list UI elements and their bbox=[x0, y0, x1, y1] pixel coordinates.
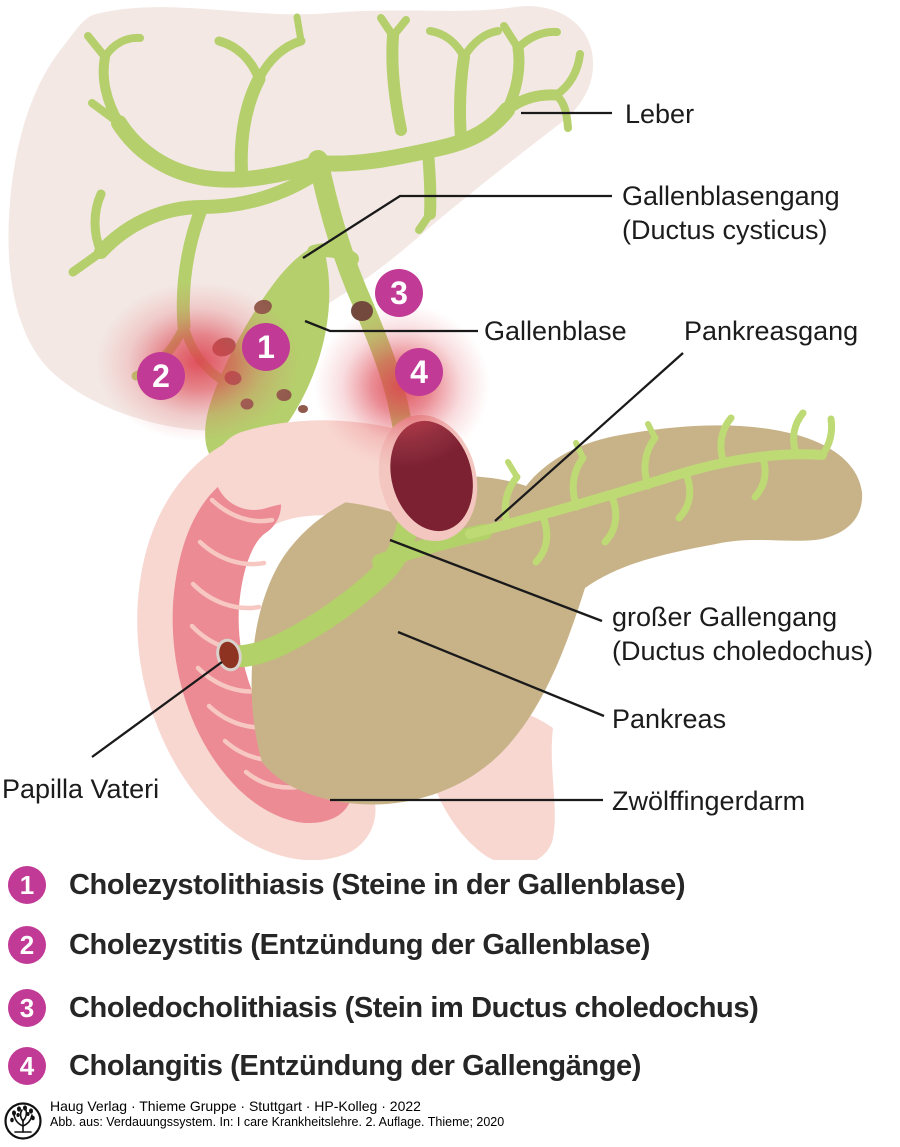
papilla-dot bbox=[216, 638, 242, 672]
marker-1-number: 1 bbox=[257, 329, 275, 365]
marker-3-number: 3 bbox=[390, 275, 408, 311]
disease-markers: 1 2 3 4 bbox=[137, 269, 443, 400]
legend-item-2: 2 Cholezystitis (Entzündung der Gallenbl… bbox=[8, 925, 650, 965]
duct-stone bbox=[351, 301, 373, 321]
label-pankreasgang: Pankreasgang bbox=[684, 316, 859, 346]
legend-label-1: Cholezystolithiasis (Steine in der Galle… bbox=[69, 868, 686, 901]
anatomy-illustration: 1 2 3 4 bbox=[8, 6, 863, 860]
thieme-tree-logo bbox=[4, 1102, 42, 1140]
marker-2-circle bbox=[137, 352, 185, 400]
label-zwoelffingerdarm: Zwölffingerdarm bbox=[612, 786, 806, 816]
legend-badge-2: 2 bbox=[8, 926, 46, 964]
inflammation-glow-gallbladder bbox=[96, 282, 300, 442]
footer-text: Haug Verlag · Thieme Gruppe · Stuttgart … bbox=[50, 1098, 504, 1130]
label-grosser-gallengang-line1: großer Gallengang bbox=[612, 602, 838, 632]
marker-4-number: 4 bbox=[410, 354, 428, 390]
leader-gallenblasengang bbox=[302, 194, 612, 259]
label-gallenblasengang: Gallenblasengang (Ductus cysticus) bbox=[622, 179, 840, 247]
legend-label-2: Cholezystitis (Entzündung der Gallenblas… bbox=[69, 928, 650, 961]
leader-grosser-gallengang bbox=[389, 538, 603, 623]
leader-gallenblase bbox=[304, 319, 478, 333]
leader-papilla-vateri bbox=[91, 661, 223, 758]
cystic-duct bbox=[307, 243, 359, 266]
legend-badge-1: 1 bbox=[8, 866, 46, 904]
bile-duct-tree bbox=[68, 13, 584, 388]
footer-publisher-line: Haug Verlag · Thieme Gruppe · Stuttgart … bbox=[50, 1098, 421, 1114]
legend-badge-4: 4 bbox=[8, 1047, 46, 1085]
marker-1-circle bbox=[242, 323, 290, 371]
marker-3-circle bbox=[375, 269, 423, 317]
marker-4-circle bbox=[395, 348, 443, 396]
legend-item-4: 4 Cholangitis (Entzündung der Gallengäng… bbox=[8, 1046, 641, 1086]
footer-source-line: Abb. aus: Verdauungssystem. In: I care K… bbox=[50, 1115, 505, 1129]
legend-item-3: 3 Choledocholithiasis (Stein im Ductus c… bbox=[8, 988, 759, 1028]
label-grosser-gallengang-line2: (Ductus choledochus) bbox=[612, 636, 874, 666]
legend-item-1: 1 Cholezystolithiasis (Steine in der Gal… bbox=[8, 865, 686, 905]
label-grosser-gallengang: großer Gallengang (Ductus choledochus) bbox=[612, 600, 873, 668]
marker-2-number: 2 bbox=[152, 358, 170, 394]
label-leber: Leber bbox=[625, 99, 695, 129]
footer: Haug Verlag · Thieme Gruppe · Stuttgart … bbox=[0, 1096, 900, 1147]
leader-pankreas bbox=[397, 630, 605, 718]
label-gallenblase: Gallenblase bbox=[484, 316, 627, 346]
label-gallenblasengang-line2: (Ductus cysticus) bbox=[622, 215, 828, 245]
label-gallenblasengang-line1: Gallenblasengang bbox=[622, 181, 840, 211]
leader-lines bbox=[91, 111, 684, 802]
legend-label-3: Choledocholithiasis (Stein im Ductus cho… bbox=[69, 991, 759, 1024]
leader-pankreasgang bbox=[494, 352, 684, 522]
legend-label-4: Cholangitis (Entzündung der Gallengänge) bbox=[69, 1049, 642, 1082]
pancreatic-duct bbox=[465, 409, 836, 566]
label-pankreas: Pankreas bbox=[612, 704, 727, 734]
legend-badge-3: 3 bbox=[8, 989, 46, 1027]
label-papilla-vateri: Papilla Vateri bbox=[2, 774, 160, 804]
